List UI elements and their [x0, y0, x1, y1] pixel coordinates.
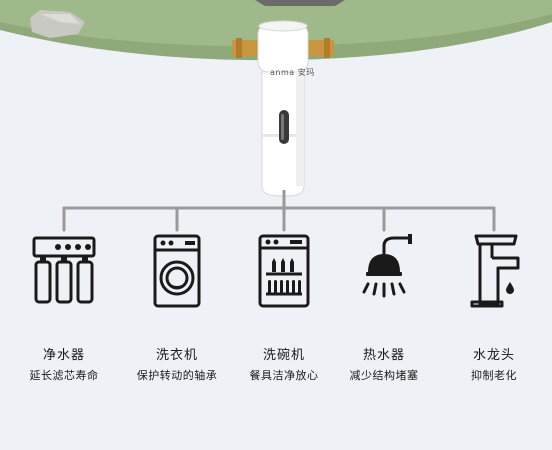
- pre-filter-product: [232, 20, 334, 197]
- washing-machine-icon: [153, 234, 201, 308]
- appliance-faucet: 水龙头 抑制老化: [439, 232, 549, 383]
- faucet-icon: [470, 234, 520, 308]
- appliance-desc: 抑制老化: [471, 369, 517, 382]
- connector-lines: [62, 190, 496, 232]
- appliance-name: 净水器: [42, 348, 85, 363]
- dishwasher-icon: [258, 234, 310, 308]
- appliance-washing-machine: 洗衣机 保护转动的轴承: [122, 232, 232, 383]
- appliance-name: 热水器: [362, 348, 405, 363]
- water-heater-shower-icon: [362, 234, 412, 298]
- appliance-name: 洗衣机: [155, 348, 198, 363]
- appliance-desc: 保护转动的轴承: [136, 369, 218, 382]
- appliance-name: 洗碗机: [262, 348, 305, 363]
- appliance-name: 水龙头: [472, 348, 515, 363]
- appliance-desc: 延长滤芯寿命: [29, 369, 99, 382]
- appliance-water-purifier: 净水器 延长滤芯寿命: [9, 232, 119, 383]
- appliance-desc: 餐具洁净放心: [249, 369, 319, 382]
- appliance-dishwasher: 洗碗机 餐具洁净放心: [229, 232, 339, 383]
- water-purifier-icon: [32, 236, 96, 304]
- brand-logo: anma 安玛: [270, 68, 315, 77]
- appliance-water-heater: 热水器 减少结构堵塞: [329, 232, 439, 383]
- appliance-desc: 减少结构堵塞: [349, 369, 419, 382]
